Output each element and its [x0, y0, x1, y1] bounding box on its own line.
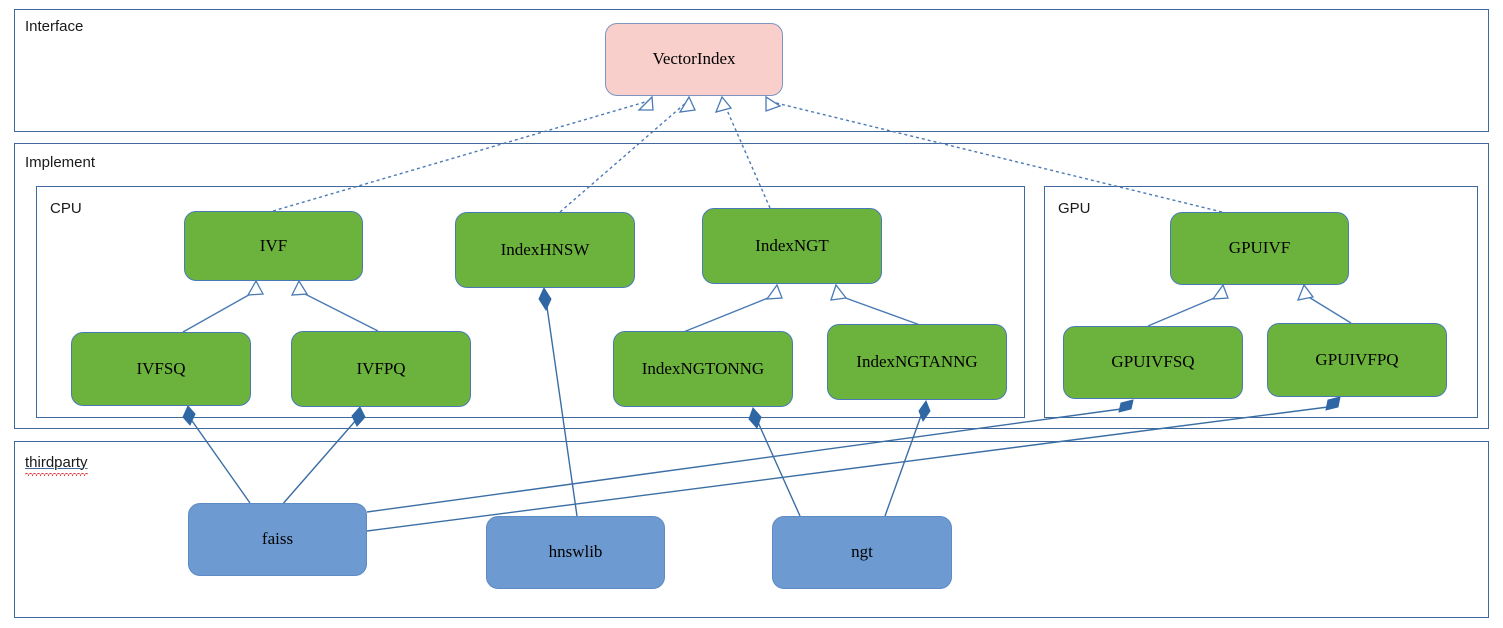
node-label: IndexNGT — [755, 235, 829, 255]
node-indexngt[interactable]: IndexNGT — [702, 208, 882, 284]
container-interface-label: Interface — [25, 18, 84, 35]
node-ivfsq[interactable]: IVFSQ — [71, 332, 251, 406]
container-thirdparty-label: thirdparty — [25, 454, 88, 471]
container-cpu-label: CPU — [50, 200, 82, 217]
node-label: GPUIVFPQ — [1315, 349, 1399, 369]
container-gpu-label: GPU — [1058, 200, 1091, 217]
node-label: GPUIVF — [1228, 238, 1291, 258]
node-label: IVFPQ — [356, 358, 406, 378]
node-label: IndexNGTANNG — [856, 351, 978, 371]
node-indexngtanng[interactable]: IndexNGTANNG — [827, 324, 1007, 400]
node-label: IVFSQ — [136, 358, 186, 378]
node-vectorindex[interactable]: VectorIndex — [605, 23, 783, 96]
node-label: GPUIVFSQ — [1111, 352, 1195, 372]
node-label: hnswlib — [548, 542, 603, 562]
node-label: VectorIndex — [652, 49, 736, 69]
node-hnswlib[interactable]: hnswlib — [486, 516, 665, 589]
node-gpuivfsq[interactable]: GPUIVFSQ — [1063, 326, 1243, 399]
node-label: faiss — [261, 529, 294, 549]
node-faiss[interactable]: faiss — [188, 503, 367, 576]
node-label: IVF — [259, 235, 288, 255]
node-ivfpq[interactable]: IVFPQ — [291, 331, 471, 407]
node-ngt[interactable]: ngt — [772, 516, 952, 589]
node-label: IndexHNSW — [500, 239, 590, 259]
node-label: IndexNGTONNG — [641, 358, 765, 378]
node-indexhnsw[interactable]: IndexHNSW — [455, 212, 635, 288]
node-label: ngt — [851, 542, 873, 562]
node-gpuivf[interactable]: GPUIVF — [1170, 212, 1349, 285]
node-ivf[interactable]: IVF — [184, 211, 363, 281]
node-gpuivfpq[interactable]: GPUIVFPQ — [1267, 323, 1447, 397]
node-indexngtonng[interactable]: IndexNGTONNG — [613, 331, 793, 407]
container-implement-label: Implement — [25, 154, 96, 171]
